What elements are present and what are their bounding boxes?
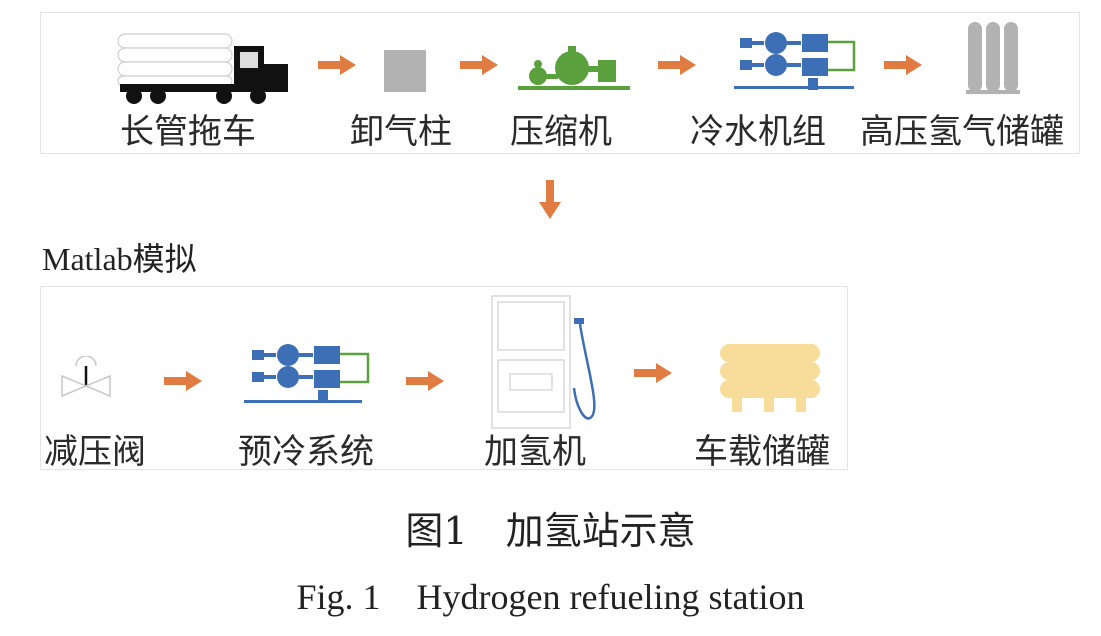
arrow-right-icon [164, 371, 202, 391]
arrow-right-icon [634, 363, 672, 383]
bottom-item-label-valve: 减压阀 [44, 432, 146, 472]
arrow-right-icon [658, 55, 696, 75]
chiller-unit-icon [734, 32, 856, 90]
matlab-simulation-label: Matlab模拟 [42, 241, 197, 277]
unloading-post-icon [384, 50, 426, 92]
high-pressure-tank-icon [966, 22, 1020, 94]
arrow-right-icon [406, 371, 444, 391]
onboard-tank-icon [720, 344, 820, 412]
bottom-item-label-dispenser: 加氢机 [484, 432, 586, 472]
top-item-label-high-pressure-tank: 高压氢气储罐 [860, 112, 1064, 152]
top-item-label-compressor: 压缩机 [510, 112, 612, 152]
precooling-system-icon [244, 344, 370, 403]
figure-caption-chinese: 图1 加氢站示意 [405, 509, 696, 553]
compressor-icon [518, 46, 630, 90]
top-item-label-tube-trailer: 长管拖车 [120, 112, 256, 152]
arrow-right-icon [460, 55, 498, 75]
arrow-down-icon [539, 180, 561, 219]
pressure-reducing-valve-icon [61, 356, 111, 398]
arrow-right-icon [884, 55, 922, 75]
tube-trailer-truck-icon [117, 33, 288, 104]
hydrogen-dispenser-icon [491, 295, 596, 429]
bottom-item-label-precooling: 预冷系统 [238, 432, 374, 472]
arrow-right-icon [318, 55, 356, 75]
top-item-label-chiller: 冷水机组 [690, 112, 826, 152]
bottom-item-label-onboard-tank: 车载储罐 [694, 432, 830, 472]
figure-caption-english: Fig. 1 Hydrogen refueling station [296, 577, 805, 617]
top-item-label-unloading-post: 卸气柱 [350, 112, 452, 152]
